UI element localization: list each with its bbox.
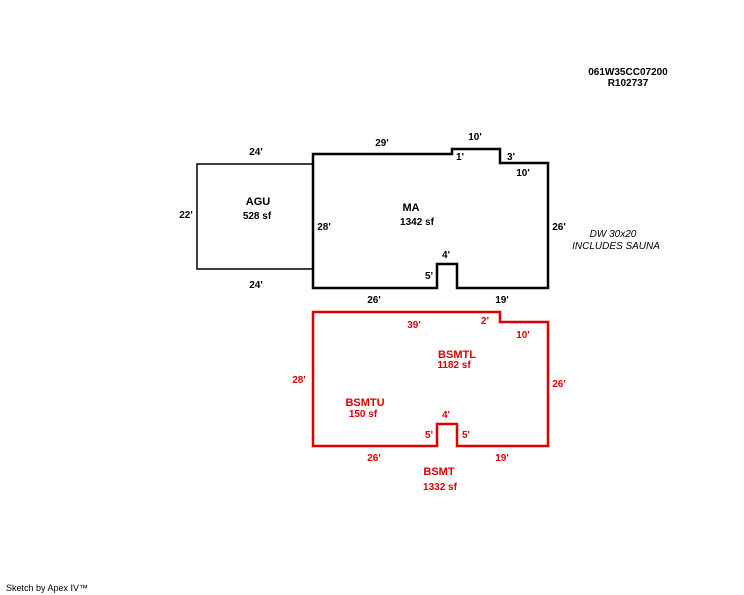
bsmtu-area: 150 sf bbox=[349, 409, 378, 420]
bsmt-dim-notch-right: 5' bbox=[462, 430, 470, 441]
bsmt-dim-right: 26' bbox=[552, 379, 566, 390]
ma-dim-top-step-right: 3' bbox=[507, 152, 515, 163]
bsmtl-label: BSMTL bbox=[438, 349, 476, 361]
bsmt-dim-top-step: 2' bbox=[481, 316, 489, 327]
note-line-2: INCLUDES SAUNA bbox=[572, 241, 660, 252]
bsmt-dim-top-left: 39' bbox=[407, 320, 421, 331]
ma-dim-top-step-left: 1' bbox=[456, 152, 464, 163]
agu-dim-top: 24' bbox=[249, 147, 263, 158]
agu-dim-left: 22' bbox=[179, 210, 193, 221]
bsmtu-label: BSMTU bbox=[345, 397, 384, 409]
ma-dim-right: 26' bbox=[552, 222, 566, 233]
bsmt-dim-bottom-left: 26' bbox=[367, 453, 381, 464]
ma-dim-bottom-right: 19' bbox=[495, 295, 509, 306]
ma-outline bbox=[311, 147, 550, 290]
ma-dim-bottom-left: 26' bbox=[367, 295, 381, 306]
ma-dim-top-step-width: 10' bbox=[468, 132, 482, 143]
bsmt-dim-notch-left: 5' bbox=[425, 430, 433, 441]
ma-dim-left: 28' bbox=[317, 222, 331, 233]
sketch-credit: Sketch by Apex IV™ bbox=[6, 583, 88, 593]
ma-dim-right-upper: 10' bbox=[516, 168, 530, 179]
bsmt-label: BSMT bbox=[423, 466, 454, 478]
agu-dim-bottom: 24' bbox=[249, 280, 263, 291]
account-number: R102737 bbox=[608, 78, 649, 89]
bsmt-dim-bottom-right: 19' bbox=[495, 453, 509, 464]
parcel-id: 061W35CC07200 bbox=[588, 67, 668, 78]
ma-dim-notch-depth: 5' bbox=[425, 271, 433, 282]
ma-dim-top-left: 29' bbox=[375, 138, 389, 149]
bsmtl-area: 1182 sf bbox=[437, 360, 471, 371]
ma-label: MA bbox=[402, 202, 419, 214]
bsmt-dim-right-upper: 10' bbox=[516, 330, 530, 341]
agu-area: 528 sf bbox=[243, 211, 272, 222]
bsmt-outline bbox=[311, 310, 550, 448]
agu-outline bbox=[196, 163, 313, 270]
ma-area: 1342 sf bbox=[400, 217, 435, 228]
ma-dim-notch-width: 4' bbox=[442, 250, 450, 261]
note-line-1: DW 30x20 bbox=[590, 229, 637, 240]
bsmt-area: 1332 sf bbox=[423, 482, 458, 493]
bsmt-dim-left: 28' bbox=[292, 375, 306, 386]
bsmt-dim-notch-width: 4' bbox=[442, 410, 450, 421]
agu-label: AGU bbox=[246, 196, 271, 208]
